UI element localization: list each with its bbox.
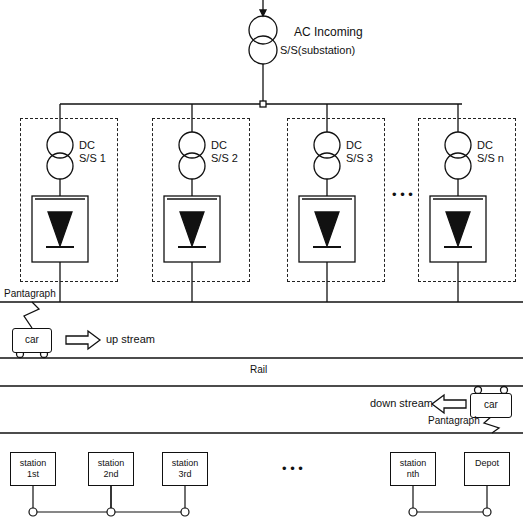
rail-line	[0, 385, 523, 387]
ellipsis-mark: • • •	[282, 462, 303, 475]
diode-bar	[178, 246, 206, 248]
transformer-winding	[179, 132, 205, 158]
transformer-winding	[445, 153, 471, 179]
bus-node	[260, 101, 266, 107]
feeder-line	[326, 262, 327, 302]
station-link	[413, 486, 487, 512]
feed-line	[262, 64, 263, 104]
station-box: station 2nd	[88, 452, 134, 486]
station-label: station nth	[391, 453, 435, 480]
ellipsis-mark: • • •	[392, 188, 413, 201]
direction-label: up stream	[106, 333, 155, 346]
feeder-line	[457, 262, 458, 302]
transformer-winding	[314, 132, 340, 158]
rectifier-box	[32, 196, 88, 262]
car-label: car	[471, 394, 511, 415]
substation-label: DC S/S 3	[346, 139, 380, 165]
diode-symbol	[180, 212, 204, 246]
station-label: station 2nd	[89, 453, 133, 480]
station-link	[111, 486, 185, 512]
rectifier-line	[433, 198, 483, 199]
dc-substation-box: DC S/S 2	[152, 118, 250, 282]
car-box: car	[470, 393, 512, 418]
station-label: station 3rd	[163, 453, 207, 480]
feeder-line	[457, 179, 458, 196]
diode-bar	[444, 246, 472, 248]
diode-symbol	[48, 212, 72, 246]
direction-label: down stream	[370, 397, 433, 410]
pantograph-label: Pantagraph	[428, 414, 480, 427]
transformer-winding	[47, 153, 73, 179]
feeder-line	[59, 262, 60, 302]
transformer-winding	[314, 153, 340, 179]
direction-arrow	[432, 395, 466, 413]
rail-label: Rail	[250, 363, 267, 376]
feeder-line	[326, 179, 327, 196]
substation-label: DC S/S 1	[79, 139, 113, 165]
direction-arrow	[66, 331, 100, 349]
feed-arrow	[260, 10, 266, 16]
rectifier-line	[35, 198, 85, 199]
station-label: station 1st	[11, 453, 55, 480]
junction-circle	[107, 508, 115, 516]
diode-symbol	[315, 212, 339, 246]
station-box: station 1st	[10, 452, 56, 486]
station-box: station 3rd	[162, 452, 208, 486]
diode-bar	[313, 246, 341, 248]
rectifier-line	[302, 198, 352, 199]
junction-circle	[409, 508, 417, 516]
transformer-winding	[249, 36, 277, 64]
pantograph-label: Pantagraph	[4, 287, 56, 300]
dc-substation-box: DC S/S 1	[20, 118, 118, 282]
pantograph-symbol	[24, 302, 39, 328]
station-box: Depot	[464, 452, 510, 486]
feeder-line	[59, 179, 60, 196]
catenary-line	[0, 301, 523, 303]
dc-substation-box: DC S/S n	[418, 118, 516, 282]
junction-circle	[483, 508, 491, 516]
transformer-winding	[47, 132, 73, 158]
rail-line	[0, 357, 523, 359]
substation-title: AC Incoming	[294, 26, 363, 39]
junction-circle	[181, 508, 189, 516]
transformer-winding	[445, 132, 471, 158]
car-box: car	[12, 328, 52, 353]
rectifier-box	[164, 196, 220, 262]
rectifier-line	[167, 198, 217, 199]
rectifier-box	[430, 196, 486, 262]
station-box: station nth	[390, 452, 436, 486]
pantograph-symbol	[484, 416, 499, 433]
diode-symbol	[446, 212, 470, 246]
substation-label: DC S/S 2	[211, 139, 245, 165]
dc-substation-box: DC S/S 3	[287, 118, 385, 282]
car-label: car	[13, 329, 51, 350]
feeder-line	[191, 262, 192, 302]
feeder-line	[191, 179, 192, 196]
junction-circle	[29, 508, 37, 516]
station-link	[33, 486, 111, 512]
diode-bar	[46, 246, 74, 248]
substation-label: DC S/S n	[477, 139, 511, 165]
rectifier-box	[299, 196, 355, 262]
catenary-line	[0, 432, 523, 434]
transformer-winding	[179, 153, 205, 179]
substation-title: S/S(substation)	[280, 44, 355, 57]
station-label: Depot	[465, 453, 509, 469]
